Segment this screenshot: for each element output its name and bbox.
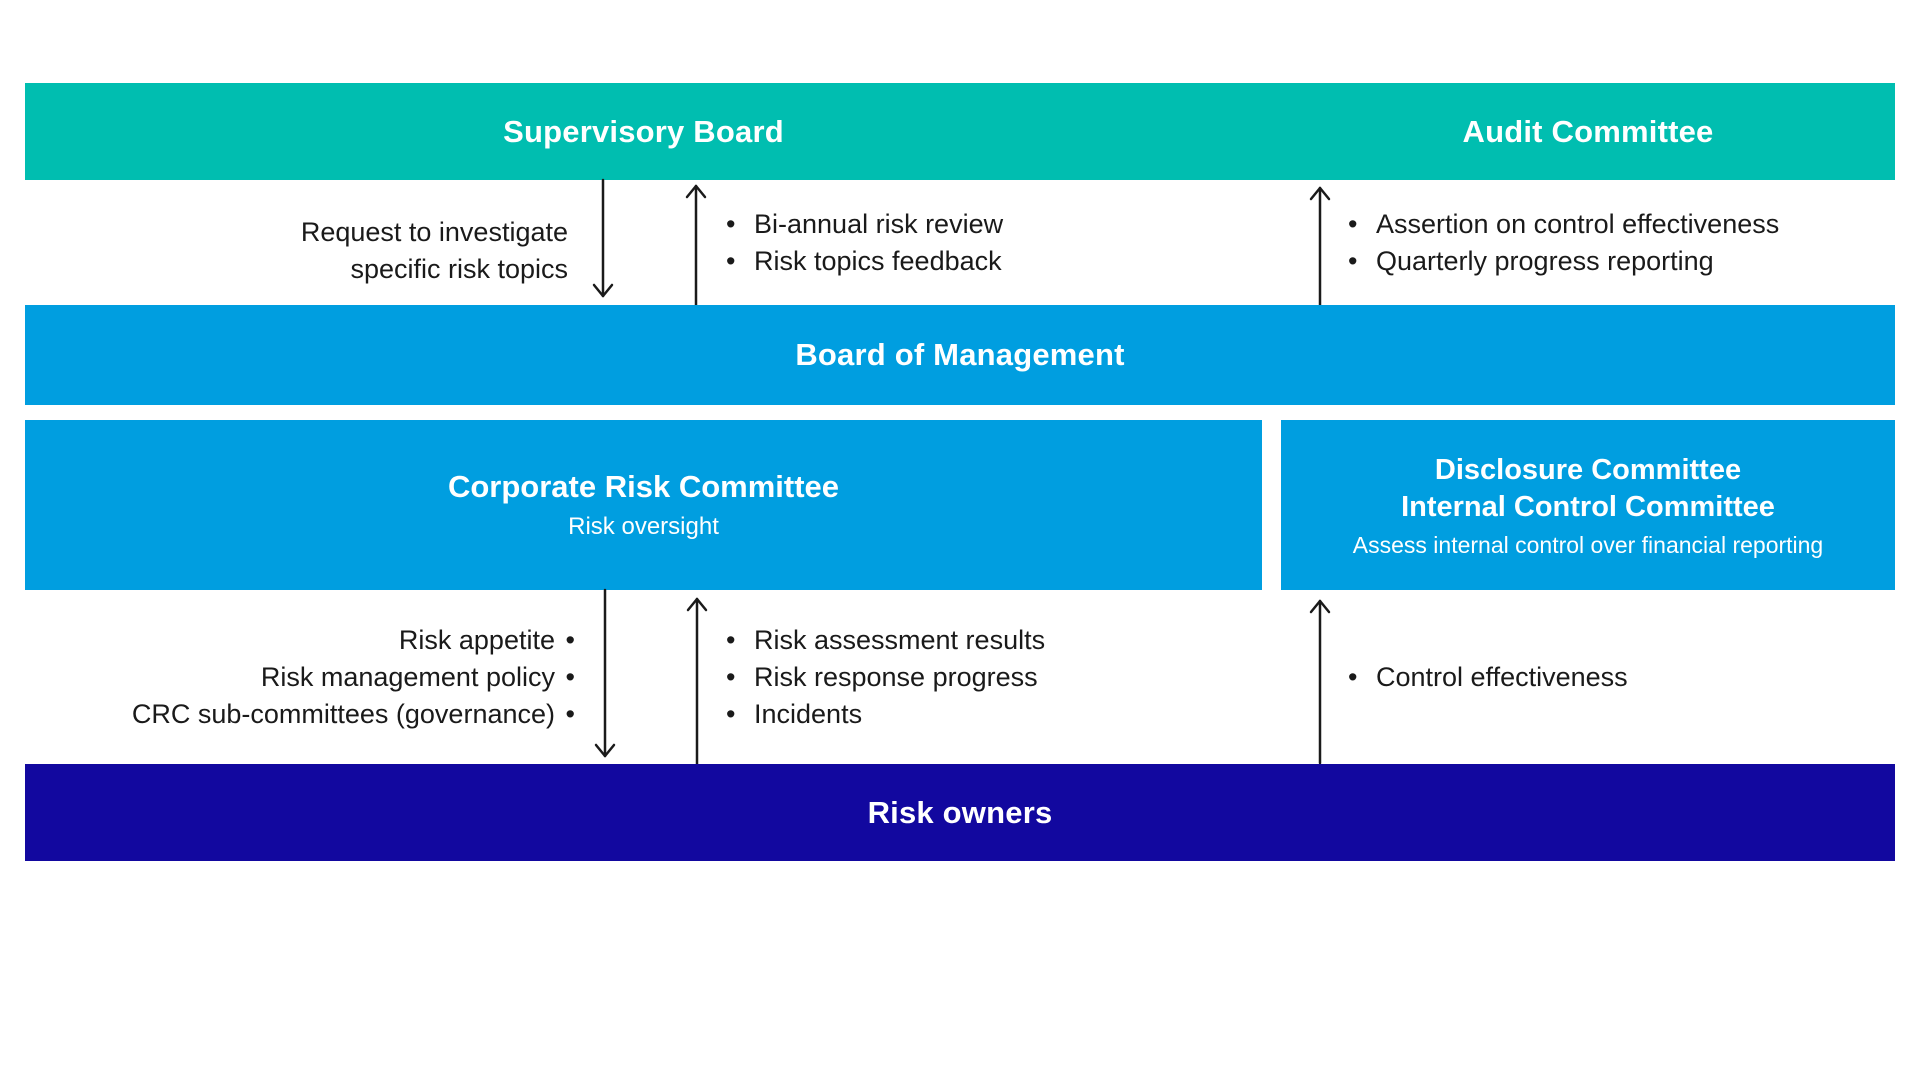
bullet-icon: • [1348,208,1358,239]
risk-owners-box: Risk owners [25,764,1895,861]
bullet-icon: • [565,661,575,692]
audit-committee-title: Audit Committee [1462,113,1714,149]
request-label-line1: Request to investigate [300,216,568,247]
list-item: • Assertion on control effectiveness [1348,206,1908,243]
disclosure-internal-control-box: Disclosure Committee Internal Control Co… [1281,420,1895,590]
list-item: • Quarterly progress reporting [1348,243,1908,280]
internal-control-committee-title: Internal Control Committee [1401,490,1775,523]
supervisory-board-title: Supervisory Board [503,113,784,149]
list-item: CRC sub-committees (governance) • [0,696,575,733]
bullet-icon: • [565,624,575,655]
list-item-label: CRC sub-committees (governance) [131,698,555,729]
list-item-label: Risk topics feedback [754,245,1002,276]
list-item: • Risk assessment results [726,622,1286,659]
list-item-label: Risk management policy [260,661,555,692]
control-effectiveness-bullet-list: • Control effectiveness [1348,590,1908,764]
crc-title: Corporate Risk Committee [447,469,840,504]
list-item: • Control effectiveness [1348,659,1908,696]
supervisory-audit-bar: Supervisory Board Audit Committee [25,83,1895,180]
list-item: • Risk response progress [726,659,1286,696]
bullet-icon: • [726,661,736,692]
bullet-icon: • [1348,661,1358,692]
list-item-label: Risk appetite [398,624,555,655]
bullet-icon: • [726,624,736,655]
audit-reporting-bullet-list: • Assertion on control effectiveness • Q… [1348,180,1908,305]
risk-owners-bar: Risk owners [25,764,1895,861]
arrow-up-board-to-audit-icon [1309,186,1331,307]
arrow-up-owners-to-disclosure-icon [1309,599,1331,765]
list-item-label: Risk response progress [754,661,1038,692]
disclosure-subtitle: Assess internal control over financial r… [1352,531,1824,558]
list-item: Risk management policy • [0,659,575,696]
risk-owners-title: Risk owners [867,794,1053,830]
list-item-label: Risk assessment results [754,624,1046,655]
list-item-label: Bi-annual risk review [754,208,1004,239]
disclosure-committee-title: Disclosure Committee [1434,453,1742,486]
board-of-management-title: Board of Management [795,337,1125,372]
governance-bullet-list: Risk appetite • Risk management policy •… [0,590,575,764]
arrow-down-crc-to-owners-icon [594,588,616,758]
supervisory-board-box: Supervisory Board [25,83,1262,180]
arrow-down-supervisory-to-board-icon [592,178,614,298]
arrow-up-owners-to-crc-icon [686,597,708,766]
request-label: Request to investigate specific risk top… [0,180,568,313]
risk-reporting-bullet-list: • Risk assessment results • Risk respons… [726,590,1286,764]
list-item-label: Incidents [754,698,863,729]
list-item-label: Quarterly progress reporting [1376,245,1714,276]
audit-committee-box: Audit Committee [1281,83,1895,180]
list-item: • Incidents [726,696,1286,733]
bullet-icon: • [726,208,736,239]
request-label-line2: specific risk topics [350,253,568,284]
bullet-icon: • [565,698,575,729]
list-item: • Bi-annual risk review [726,206,1286,243]
list-item: Risk appetite • [0,622,575,659]
crc-subtitle: Risk oversight [568,513,719,540]
bullet-icon: • [726,245,736,276]
bullet-icon: • [1348,245,1358,276]
bullet-icon: • [726,698,736,729]
list-item-label: Assertion on control effectiveness [1376,208,1780,239]
arrow-up-board-to-supervisory-icon [685,184,707,307]
list-item: • Risk topics feedback [726,243,1286,280]
list-item-label: Control effectiveness [1376,661,1628,692]
board-of-management-bar: Board of Management [25,305,1895,405]
risk-review-bullet-list: • Bi-annual risk review • Risk topics fe… [726,180,1286,305]
board-of-management-box: Board of Management [25,305,1895,405]
corporate-risk-committee-box: Corporate Risk Committee Risk oversight [25,420,1262,590]
